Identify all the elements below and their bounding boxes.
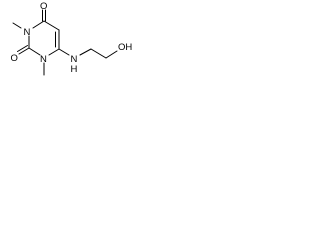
chemical-structure: O N O N N H OH xyxy=(11,1,133,76)
atom-hydroxyl: OH xyxy=(118,42,132,53)
bond-c2-o-a xyxy=(18,47,30,55)
atom-oxygen-left: O xyxy=(11,53,18,64)
bond-nh-ch2 xyxy=(79,48,92,56)
bond-ch2-ch2 xyxy=(90,48,107,59)
bond-n1-c2 xyxy=(28,47,41,56)
bond-c4-n3 xyxy=(32,20,45,29)
bond-n3-methyl xyxy=(12,22,22,29)
bond-c4-c5 xyxy=(43,20,60,31)
atom-nitrogen-1: N xyxy=(40,54,47,65)
atom-nitrogen-3: N xyxy=(24,27,31,38)
bond-c6-n1 xyxy=(48,48,60,56)
atom-nitrogen-amine: N xyxy=(71,54,78,65)
atom-labels: O N O N N H OH xyxy=(11,1,133,75)
bond-ch2-oh xyxy=(105,50,118,59)
atom-oxygen-top: O xyxy=(40,1,47,12)
bond-lines xyxy=(12,9,118,76)
bond-c6-nh xyxy=(58,48,70,56)
bond-c2-o-b xyxy=(17,45,28,52)
atom-hydrogen-amine: H xyxy=(71,64,78,75)
